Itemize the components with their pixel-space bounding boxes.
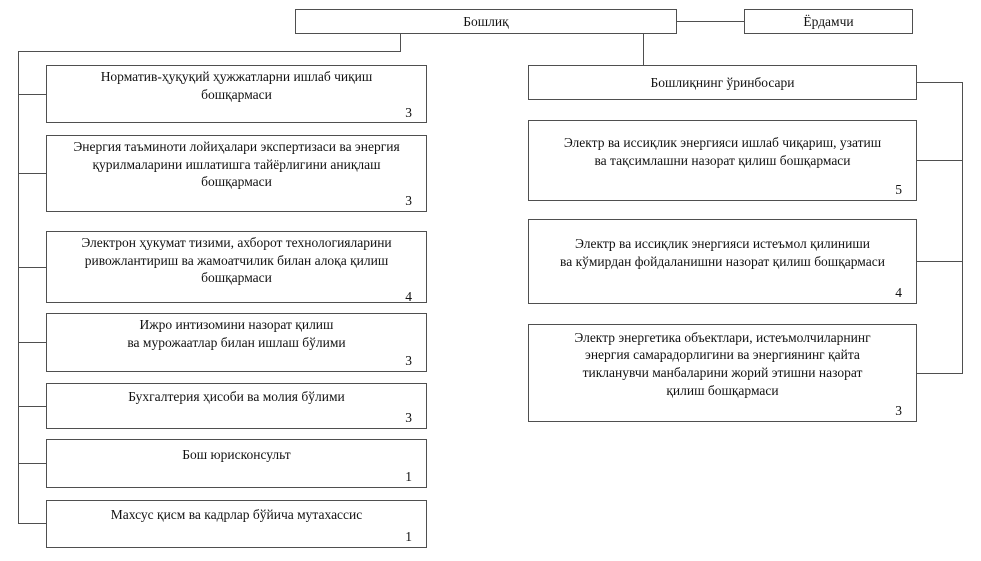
connector-right-stub-2 — [916, 261, 962, 262]
org-box-assistant: Ёрдамчи — [744, 9, 913, 34]
org-box-title: Ижро интизомини назорат қилиш ва мурожаа… — [127, 317, 346, 350]
org-box-egovernment-it: Электрон ҳукумат тизими, ахборот техноло… — [46, 231, 427, 304]
org-box-title: Махсус қисм ва кадрлар бўйича мутахассис — [110, 507, 363, 523]
org-box-headcount: 3 — [895, 403, 902, 418]
org-box-headcount: 4 — [405, 288, 412, 304]
org-box-title: Бош юрисконсульт — [182, 446, 291, 462]
org-box-deputy: Бошлиқнинг ўринбосари — [528, 65, 917, 100]
org-box-headcount: 3 — [405, 193, 412, 208]
org-box-chief-legal-adviser: Бош юрисконсульт 1 — [46, 439, 427, 488]
org-box-title: Электр ва иссиқлик энергияси ишлаб чиқар… — [563, 134, 882, 168]
org-box-legal-drafting: Норматив-ҳуқуқий ҳужжатларни ишлаб чиқиш… — [46, 65, 427, 123]
connector-deputy-right-stub — [916, 82, 962, 83]
org-box-chief: Бошлиқ — [295, 9, 677, 34]
org-box-title: Электрон ҳукумат тизими, ахборот техноло… — [81, 235, 392, 286]
org-box-energy-production-control: Электр ва иссиқлик энергияси ишлаб чиқар… — [528, 120, 917, 201]
org-box-energy-expertise: Энергия таъминоти лойиҳалари экспертизас… — [46, 135, 427, 212]
org-box-headcount: 3 — [405, 105, 412, 121]
org-box-title: Электр энергетика объектлари, истеъмолчи… — [574, 329, 871, 398]
connector-left-stub-1 — [18, 94, 46, 95]
org-box-headcount: 5 — [895, 182, 902, 197]
org-box-discipline-control: Ижро интизомини назорат қилиш ва мурожаа… — [46, 313, 427, 372]
connector-left-stub-2 — [18, 173, 46, 174]
org-box-headcount: 1 — [405, 529, 412, 544]
org-box-special-unit-hr: Махсус қисм ва кадрлар бўйича мутахассис… — [46, 500, 427, 548]
org-box-chief-label: Бошлиқ — [463, 13, 509, 29]
org-box-headcount: 4 — [895, 285, 902, 300]
org-box-headcount: 1 — [405, 469, 412, 484]
connector-left-stub-3 — [18, 267, 46, 268]
connector-right-stub-3 — [916, 373, 962, 374]
connector-chief-left-drop — [400, 33, 401, 51]
connector-left-stub-7 — [18, 523, 46, 524]
connector-right-stub-1 — [916, 160, 962, 161]
connector-left-stub-5 — [18, 406, 46, 407]
connector-chief-deputy-drop — [643, 33, 644, 65]
org-box-headcount: 3 — [405, 410, 412, 425]
connector-left-trunk — [18, 51, 19, 524]
connector-right-trunk — [962, 82, 963, 374]
org-box-energy-consumption-control: Электр ва иссиқлик энергияси истеъмол қи… — [528, 219, 917, 304]
org-box-title: Норматив-ҳуқуқий ҳужжатларни ишлаб чиқиш… — [100, 69, 373, 102]
org-box-deputy-label: Бошлиқнинг ўринбосари — [650, 74, 795, 90]
org-box-title: Бухгалтерия ҳисоби ва молия бўлими — [128, 389, 345, 405]
org-box-title: Энергия таъминоти лойиҳалари экспертизас… — [73, 139, 400, 190]
org-box-headcount: 3 — [405, 353, 412, 369]
connector-chief-assistant — [677, 21, 744, 22]
connector-left-stub-4 — [18, 342, 46, 343]
org-box-energy-efficiency-control: Электр энергетика объектлари, истеъмолчи… — [528, 324, 917, 422]
org-box-assistant-label: Ёрдамчи — [803, 13, 854, 29]
connector-left-stub-6 — [18, 463, 46, 464]
org-box-accounting-finance: Бухгалтерия ҳисоби ва молия бўлими 3 — [46, 383, 427, 429]
connector-left-header — [18, 51, 401, 52]
org-box-title: Электр ва иссиқлик энергияси истеъмол қи… — [560, 235, 885, 269]
